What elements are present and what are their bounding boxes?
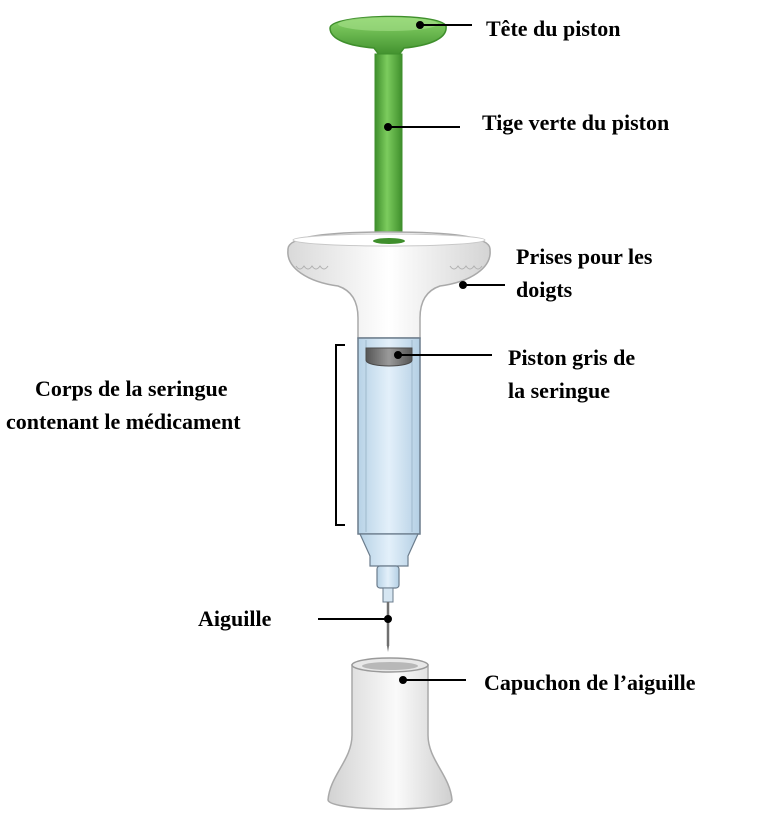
needle-cap: [327, 664, 453, 810]
label-needle: Aiguille: [198, 606, 272, 631]
finger-grip-ridges: [295, 265, 483, 270]
label-finger-grips-line2: doigts: [516, 277, 573, 302]
needle-hub: [376, 565, 400, 589]
label-grey-stopper-line1: Piston gris de: [508, 345, 636, 370]
barrel-bracket: [335, 344, 345, 526]
label-plunger-rod: Tige verte du piston: [482, 110, 670, 135]
finger-flange: [287, 231, 491, 339]
label-grey-stopper-line2: la seringue: [508, 378, 611, 403]
label-barrel-line1: Corps de la seringue: [35, 376, 228, 401]
leader-lines: [318, 21, 505, 684]
plunger-rod: [374, 53, 403, 245]
label-needle-cap: Capuchon de l’aiguille: [484, 670, 696, 695]
barrel-tip: [359, 533, 419, 567]
label-barrel-line2: contenant le médicament: [6, 409, 241, 434]
label-plunger-head: Tête du piston: [486, 16, 621, 41]
label-finger-grips-line1: Prises pour les: [516, 244, 653, 269]
syringe-barrel: [357, 337, 421, 535]
grey-stopper: [365, 347, 413, 367]
